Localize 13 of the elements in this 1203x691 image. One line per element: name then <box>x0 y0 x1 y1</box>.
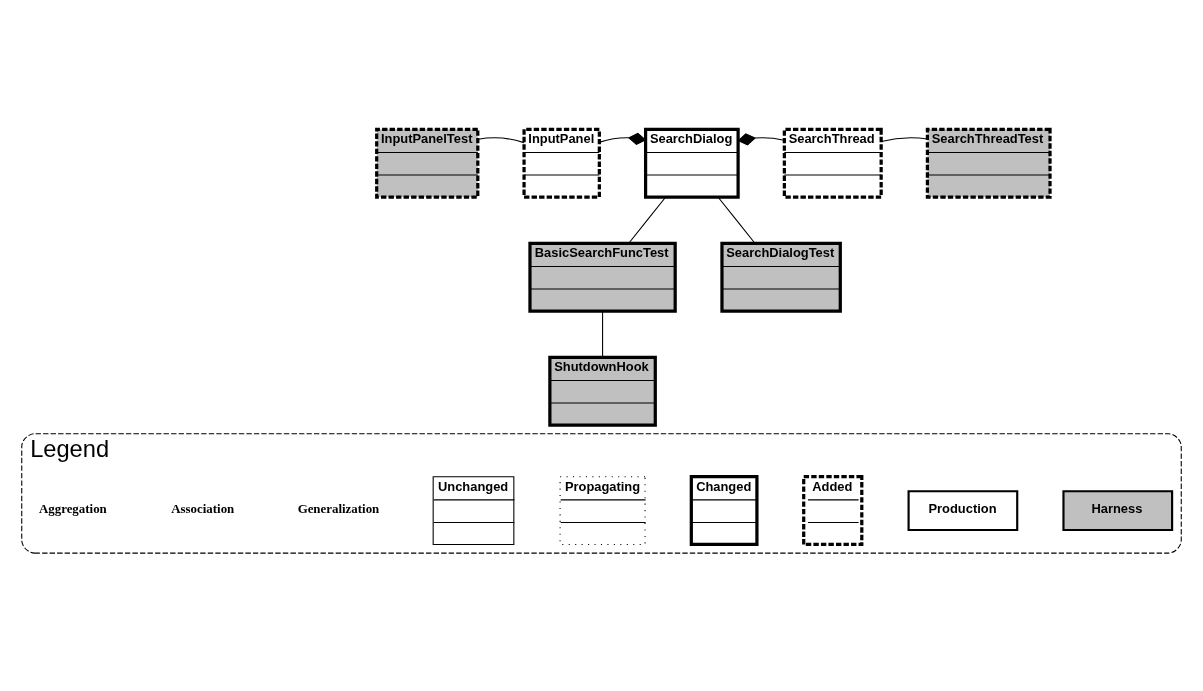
connector <box>477 137 525 144</box>
legend-label: Production <box>928 500 997 516</box>
connector <box>880 137 928 142</box>
legend-label: Harness <box>1091 500 1143 516</box>
connector <box>628 196 667 244</box>
legend-label: Association <box>171 501 235 516</box>
connector <box>602 310 604 358</box>
connector <box>599 132 647 146</box>
connector <box>717 196 756 244</box>
legend-label: Aggregation <box>38 501 107 516</box>
node-box: Added <box>802 475 864 547</box>
connector <box>737 133 785 146</box>
legend-label: Generalization <box>297 501 380 516</box>
